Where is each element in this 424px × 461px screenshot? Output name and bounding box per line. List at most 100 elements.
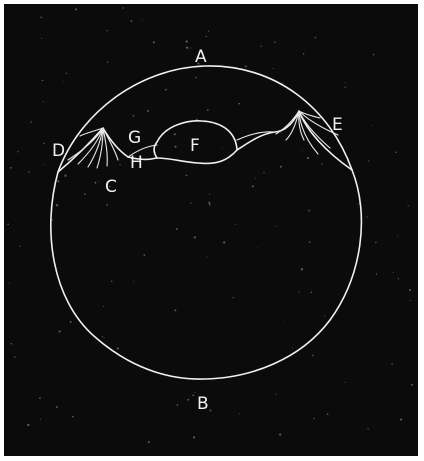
noise-speck: [30, 121, 32, 123]
noise-speck: [7, 224, 9, 226]
noise-speck: [174, 309, 176, 311]
noise-speck: [284, 322, 285, 323]
noise-speck: [98, 181, 99, 182]
noise-speck: [292, 348, 293, 349]
noise-speck: [282, 82, 283, 83]
noise-speck: [255, 178, 256, 179]
right-fiber-fan: [276, 111, 338, 154]
noise-speck: [102, 336, 103, 337]
noise-speck: [72, 416, 74, 418]
noise-speck: [9, 283, 10, 284]
noise-speck: [10, 167, 12, 169]
noise-speck: [208, 202, 210, 204]
noise-speck: [395, 152, 397, 154]
noise-speck: [194, 236, 196, 238]
noise-speck: [192, 394, 194, 396]
label-a: A: [195, 47, 207, 67]
noise-speck: [70, 321, 72, 323]
noise-speck: [263, 172, 264, 173]
noise-speck: [375, 242, 376, 243]
noise-speck: [302, 150, 303, 151]
noise-speck: [345, 382, 346, 383]
noise-speck: [235, 224, 236, 225]
noise-speck: [147, 110, 149, 112]
noise-speck: [303, 53, 305, 55]
noise-speck: [14, 356, 15, 357]
noise-speck: [367, 428, 368, 429]
noise-speck: [371, 125, 372, 126]
noise-speck: [313, 418, 315, 420]
noise-speck: [344, 87, 345, 88]
noise-speck: [44, 164, 45, 165]
noise-speck: [272, 68, 273, 69]
noise-speck: [393, 272, 394, 273]
noise-speck: [327, 413, 329, 415]
noise-speck: [56, 204, 58, 206]
noise-speck: [40, 16, 42, 18]
noise-speck: [84, 193, 86, 195]
noise-speck: [373, 54, 374, 55]
noise-speck: [207, 257, 208, 258]
noise-speck: [42, 80, 44, 82]
noise-speck: [190, 202, 191, 203]
label-c: C: [105, 177, 117, 197]
noise-speck: [19, 246, 20, 247]
noise-speck: [52, 219, 53, 220]
noise-speck: [398, 278, 399, 279]
noise-speck: [111, 280, 113, 282]
noise-speck: [174, 146, 176, 148]
noise-speck: [276, 226, 277, 227]
noise-speck: [107, 62, 108, 63]
noise-speck: [106, 30, 107, 31]
noise-speck: [311, 291, 313, 293]
noise-speck: [233, 297, 234, 298]
noise-speck: [42, 101, 43, 102]
noise-speck: [210, 409, 212, 411]
noise-speck: [245, 66, 247, 68]
noise-speck: [208, 30, 209, 31]
noise-speck: [186, 175, 188, 177]
noise-speck: [397, 236, 398, 237]
noise-speck: [207, 109, 209, 111]
noise-speck: [209, 194, 210, 195]
noise-speck: [39, 397, 41, 399]
noise-speck: [59, 330, 61, 332]
noise-speck: [142, 20, 143, 21]
noise-speck: [279, 434, 281, 436]
left-fiber-fan: [68, 128, 118, 168]
noise-speck: [40, 419, 41, 420]
label-g: G: [128, 128, 141, 148]
noise-speck: [165, 89, 167, 91]
outer-lower-body: [51, 170, 362, 379]
noise-speck: [324, 315, 325, 316]
noise-speck: [195, 77, 197, 79]
noise-speck: [312, 355, 314, 357]
noise-speck: [257, 247, 258, 248]
noise-speck: [238, 103, 240, 105]
noise-speck: [280, 166, 282, 168]
noise-speck: [368, 160, 369, 161]
noise-speck: [153, 41, 155, 43]
noise-speck: [309, 241, 311, 243]
noise-speck: [206, 36, 207, 37]
noise-speck: [307, 157, 309, 159]
noise-speck: [391, 364, 392, 365]
noise-speck: [41, 38, 42, 39]
noise-speck: [131, 20, 133, 22]
noise-speck: [298, 291, 299, 292]
noise-speck: [222, 147, 223, 148]
noise-speck: [190, 48, 191, 49]
noise-speck: [274, 41, 276, 43]
noise-speck: [186, 40, 188, 42]
noise-speck: [119, 164, 120, 165]
noise-speck: [410, 300, 411, 301]
noise-speck: [230, 154, 231, 155]
noise-speck: [148, 441, 150, 443]
noise-speck: [223, 241, 225, 243]
noise-speck: [261, 46, 262, 47]
noise-speck: [11, 343, 13, 345]
noise-speck: [187, 399, 189, 401]
noise-speck: [122, 7, 124, 9]
noise-speck: [194, 392, 195, 393]
